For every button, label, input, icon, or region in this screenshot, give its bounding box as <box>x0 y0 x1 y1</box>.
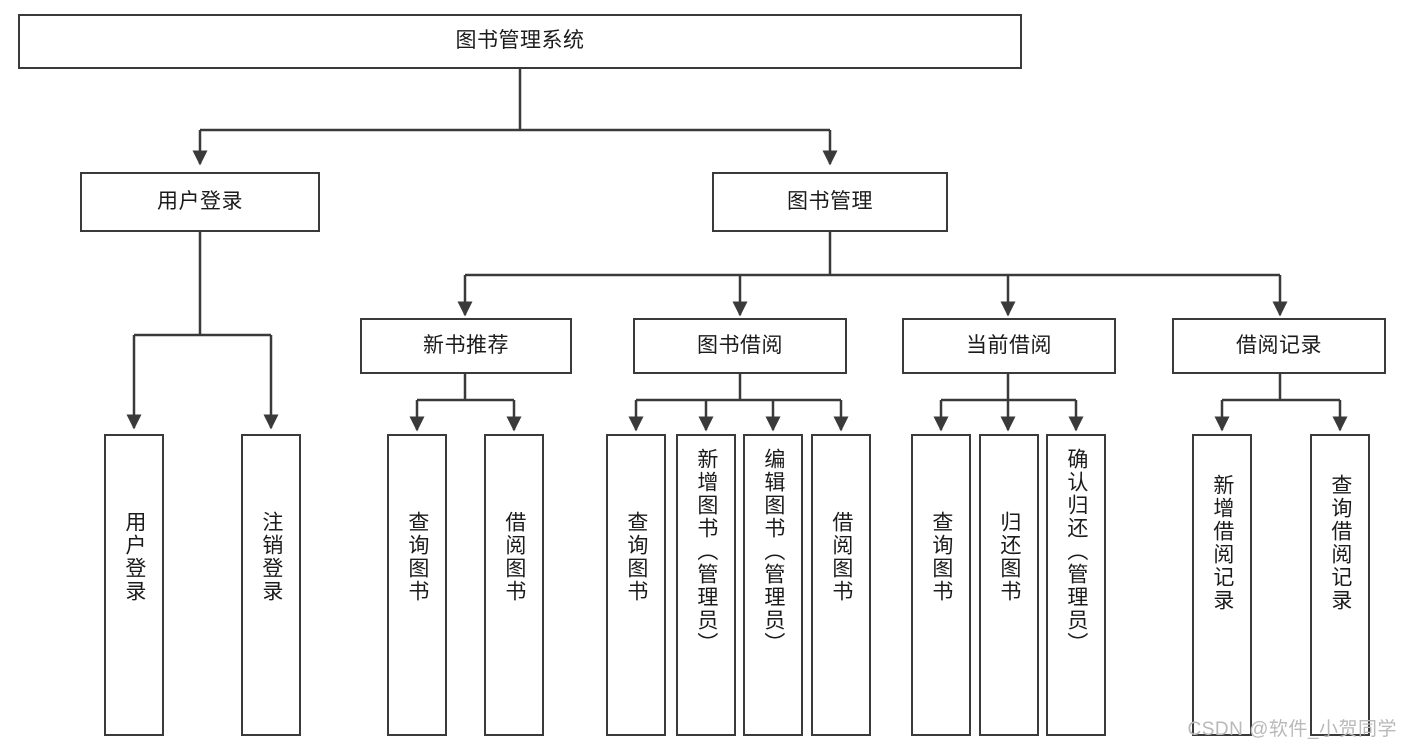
node-borrow-record[interactable]: 借阅记录 <box>1172 318 1386 374</box>
node-book-borrow[interactable]: 图书借阅 <box>633 318 847 374</box>
leaf-record-query-record[interactable]: 查询借阅记录 <box>1310 434 1370 736</box>
leaf-borrow-borrow-book[interactable]: 借阅图书 <box>811 434 871 736</box>
node-label: 用户登录 <box>122 511 146 603</box>
node-label: 新书推荐 <box>423 333 509 357</box>
leaf-record-add-record[interactable]: 新增借阅记录 <box>1192 434 1252 736</box>
node-label: 查询借阅记录 <box>1328 474 1352 612</box>
leaf-borrow-query-book[interactable]: 查询图书 <box>606 434 666 736</box>
node-root-system[interactable]: 图书管理系统 <box>18 14 1022 69</box>
watermark-text: CSDN @软件_小贺同学 <box>1187 719 1397 740</box>
leaf-user-login[interactable]: 用户登录 <box>104 434 164 736</box>
node-current-borrow[interactable]: 当前借阅 <box>902 318 1116 374</box>
node-label: 借阅图书 <box>502 511 526 603</box>
node-label: 归还图书 <box>997 511 1021 603</box>
leaf-current-query-book[interactable]: 查询图书 <box>911 434 971 736</box>
node-label: 查询图书 <box>929 511 953 603</box>
node-label: 新增图书（管理员） <box>694 448 718 655</box>
leaf-current-return-book[interactable]: 归还图书 <box>979 434 1039 736</box>
leaf-user-logout[interactable]: 注销登录 <box>241 434 301 736</box>
node-label: 新增借阅记录 <box>1210 474 1234 612</box>
node-label: 用户登录 <box>157 189 243 213</box>
node-label: 查询图书 <box>624 511 648 603</box>
node-label: 当前借阅 <box>966 333 1052 357</box>
leaf-borrow-edit-book-admin[interactable]: 编辑图书（管理员） <box>743 434 803 736</box>
node-label: 借阅记录 <box>1236 333 1322 357</box>
node-label: 图书借阅 <box>697 333 783 357</box>
leaf-recommend-query-book[interactable]: 查询图书 <box>387 434 447 736</box>
node-book-management[interactable]: 图书管理 <box>712 172 948 232</box>
node-label: 编辑图书（管理员） <box>761 448 785 655</box>
node-label: 借阅图书 <box>829 511 853 603</box>
node-new-book-recommend[interactable]: 新书推荐 <box>360 318 572 374</box>
node-user-login[interactable]: 用户登录 <box>80 172 320 232</box>
leaf-current-confirm-return-admin[interactable]: 确认归还（管理员） <box>1046 434 1106 736</box>
leaf-borrow-add-book-admin[interactable]: 新增图书（管理员） <box>676 434 736 736</box>
node-label: 确认归还（管理员） <box>1064 448 1088 655</box>
leaf-recommend-borrow-book[interactable]: 借阅图书 <box>484 434 544 736</box>
node-label: 注销登录 <box>259 511 283 603</box>
node-label: 图书管理 <box>787 189 873 213</box>
node-label: 图书管理系统 <box>455 29 585 53</box>
node-label: 查询图书 <box>405 511 429 603</box>
